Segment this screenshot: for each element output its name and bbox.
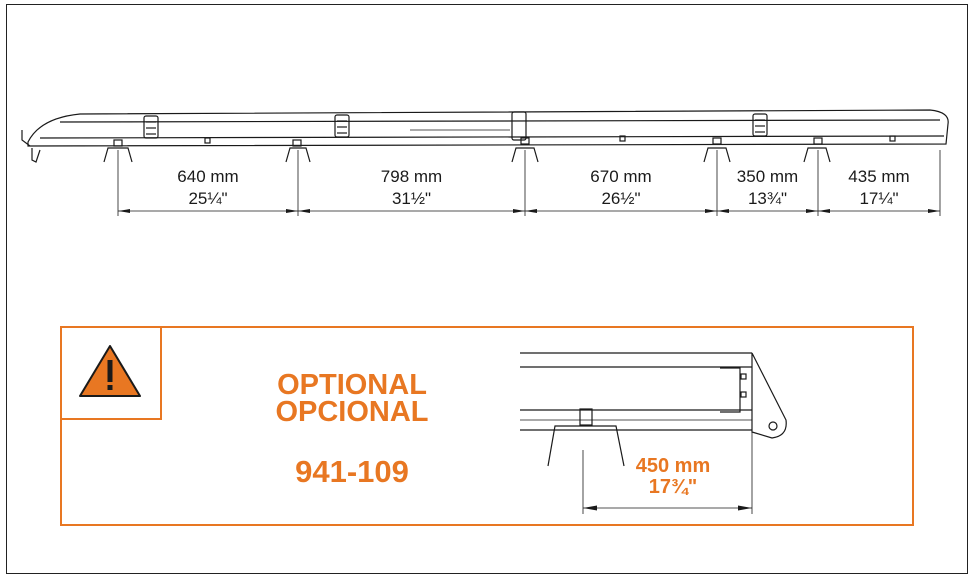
dimension-inch: 17¼" — [859, 189, 899, 208]
dimension-mm: 640 mm — [177, 167, 239, 186]
rail-end-cap — [751, 352, 787, 439]
optional-title-en: OPTIONAL — [277, 369, 427, 401]
dimension-label-435: 435 mm 17¼" — [818, 166, 940, 210]
dimension-mm: 670 mm — [590, 167, 652, 186]
optional-dimension-label: 450 mm 17¾" — [618, 456, 728, 498]
rail-joint — [752, 113, 768, 137]
dimension-inch: 25¼" — [188, 189, 228, 208]
rail-inner-line — [59, 119, 941, 123]
dimension-inch: 31½" — [391, 189, 432, 208]
dimension-label-350: 350 mm 13¾" — [717, 166, 818, 210]
dimension-label-798: 798 mm 31½" — [298, 166, 525, 210]
rail-inner-line — [39, 135, 945, 139]
rail-foot — [803, 137, 831, 163]
dimension-inch: 26½" — [601, 189, 641, 208]
optional-title: OPTIONAL OPCIONAL — [242, 369, 462, 428]
optional-dimension-mm: 450 mm — [635, 455, 711, 477]
dimension-label-640: 640 mm 25¼" — [118, 166, 298, 210]
optional-accessory-box: OPTIONAL OPCIONAL 941-109 450 mm 17¾" — [60, 326, 914, 526]
rail-joint — [334, 114, 350, 138]
rail-foot — [103, 139, 133, 163]
rail-front-cap — [21, 130, 41, 163]
dimension-mm: 350 mm — [736, 167, 799, 186]
rail-foot — [285, 139, 311, 163]
rail-foot — [511, 137, 539, 163]
dimension-mm: 435 mm — [848, 167, 910, 186]
optional-dimension-inch: 17¾" — [648, 476, 698, 498]
rail-end-detail — [520, 352, 787, 514]
warning-triangle-icon — [79, 345, 141, 397]
rail-joint — [143, 115, 159, 139]
optional-title-es: OPCIONAL — [275, 396, 429, 428]
part-number: 941-109 — [295, 454, 409, 489]
dimension-mm: 798 mm — [380, 167, 443, 186]
rail-joint — [511, 111, 527, 141]
rail-outline — [27, 109, 949, 147]
rail-foot — [703, 137, 731, 163]
dimension-inch: 13¾" — [747, 189, 788, 208]
dimension-label-670: 670 mm 26½" — [525, 166, 717, 210]
warning-icon-cell — [62, 328, 162, 420]
drawing-frame — [6, 4, 968, 574]
